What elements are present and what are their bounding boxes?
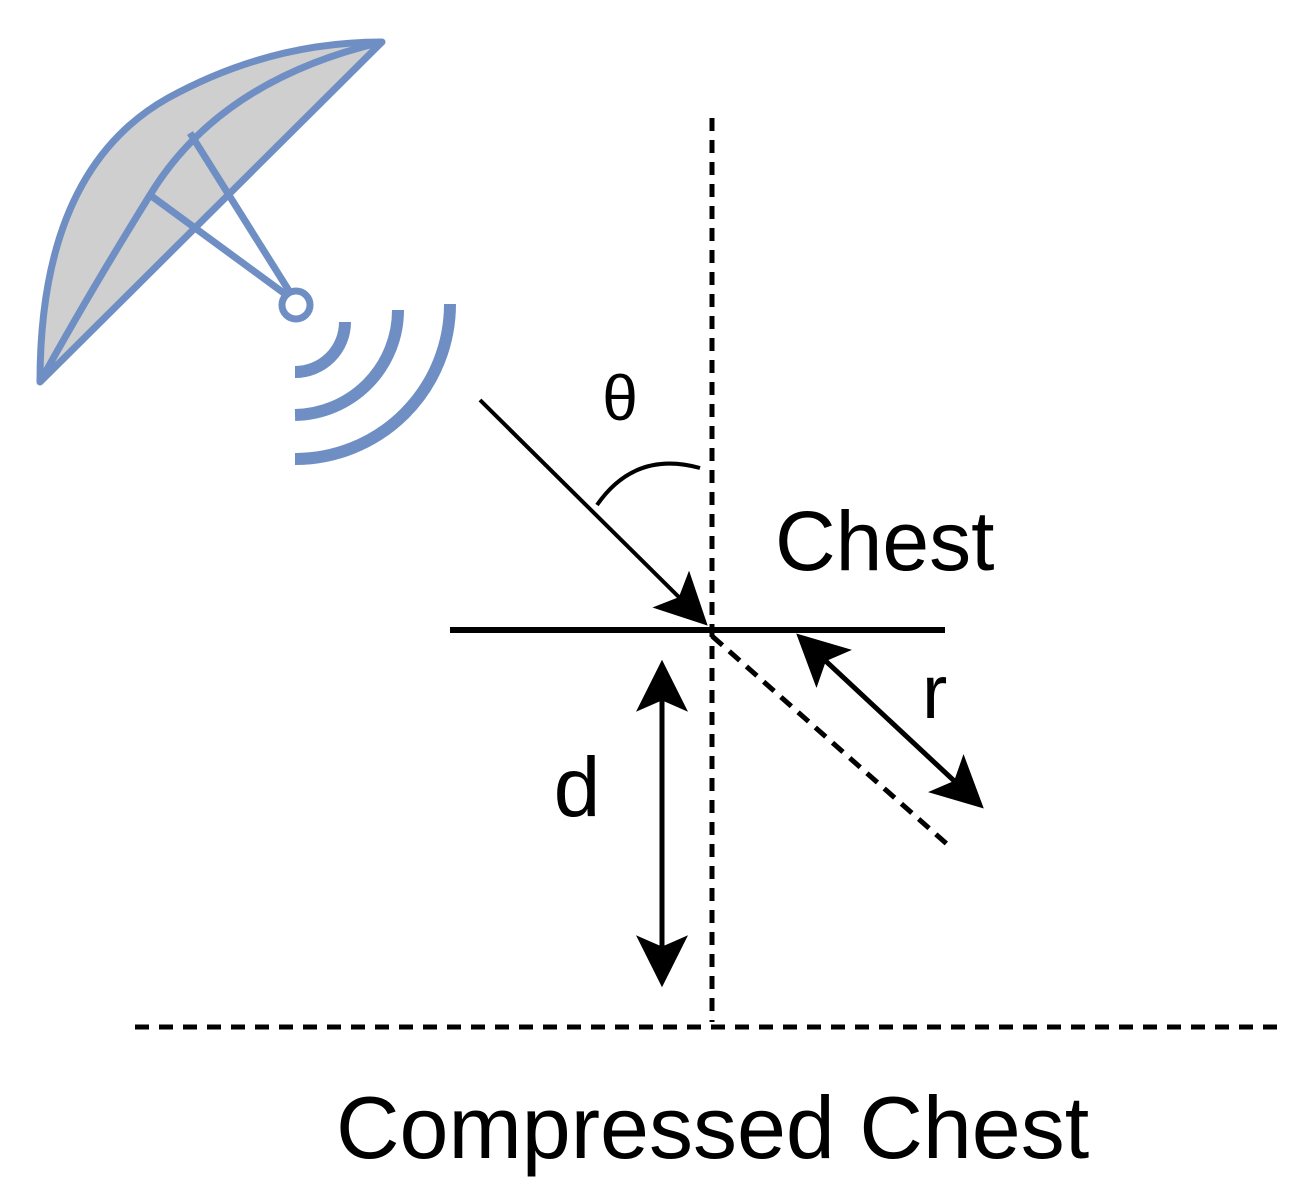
r-label: r: [922, 650, 947, 735]
theta-label: θ: [602, 362, 638, 434]
wave-2: [294, 309, 404, 421]
theta-angle-arc: [595, 461, 701, 507]
d-label: d: [554, 740, 601, 834]
compressed-chest-label: Compressed Chest: [336, 1078, 1089, 1177]
dish-rim: [36, 38, 383, 384]
signal-waves-icon: [294, 303, 456, 465]
wave-3: [294, 303, 456, 465]
r-double-arrow: [796, 633, 984, 809]
refracted-dashed-line: [710, 634, 950, 847]
radar-dish-icon: [36, 38, 386, 386]
dish-strut-upper: [187, 131, 299, 304]
dish-strut-lower: [147, 192, 299, 305]
dish-feed: [278, 287, 314, 323]
dish-body: [36, 38, 386, 386]
wave-1: [294, 321, 351, 378]
incident-beam-arrow: [478, 398, 708, 626]
chest-label: Chest: [775, 494, 994, 588]
